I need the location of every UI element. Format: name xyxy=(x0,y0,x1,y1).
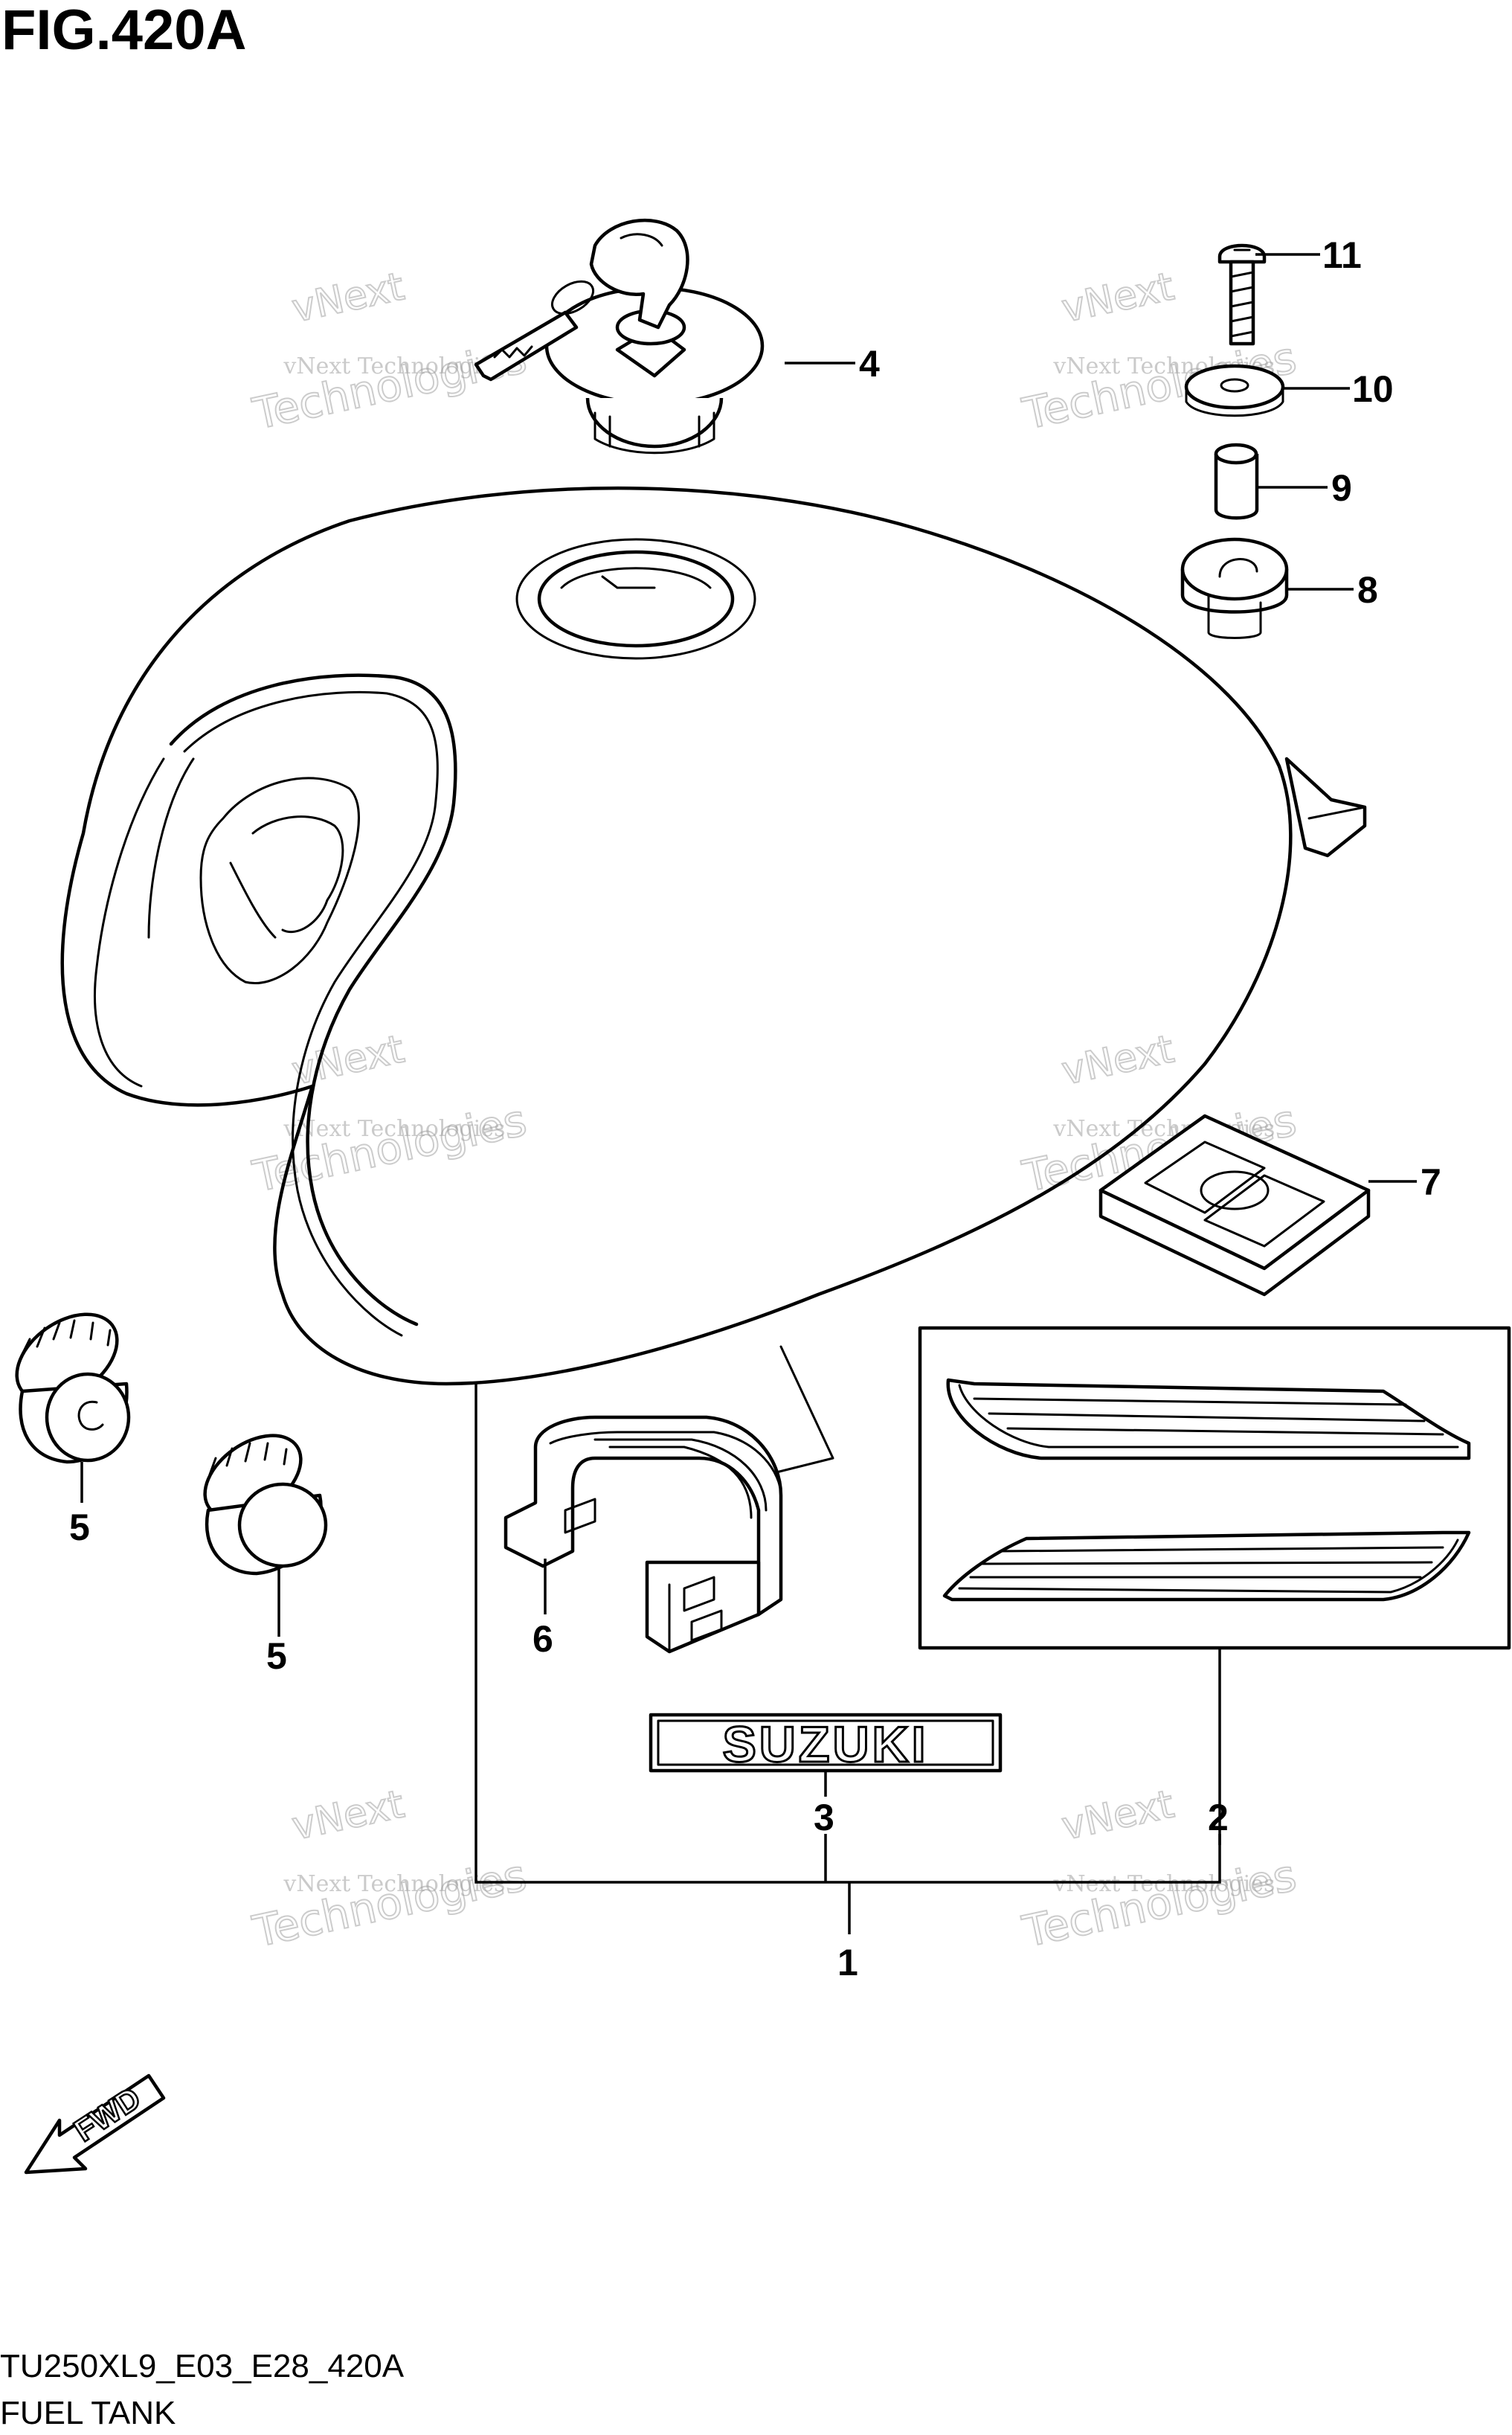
rear-cushion-drawing xyxy=(1098,1114,1371,1297)
callout-4: 4 xyxy=(859,343,880,385)
callout-6: 6 xyxy=(533,1618,553,1660)
callout-2: 2 xyxy=(1208,1797,1229,1838)
watermark-top-right: vNext vNext Technologies Technologies xyxy=(1017,263,1302,440)
callout-10: 10 xyxy=(1352,368,1394,410)
figure-code: TU250XL9_E03_E28_420A xyxy=(0,2348,405,2384)
cushion-left-drawing xyxy=(15,1312,131,1464)
watermark-top-left: vNext vNext Technologies Technologies xyxy=(248,263,532,440)
callout-1: 1 xyxy=(837,1942,858,1983)
bracket-cushion-drawing xyxy=(504,1415,783,1654)
bolt-drawing xyxy=(1217,243,1267,346)
svg-text:vNext: vNext xyxy=(289,1027,408,1094)
washer-drawing xyxy=(1184,364,1285,417)
cushion-right-drawing xyxy=(203,1434,328,1576)
svg-text:vNext Technologies: vNext Technologies xyxy=(1052,1871,1275,1897)
callout-9: 9 xyxy=(1331,467,1352,509)
suzuki-emblem-drawing: SUZUKI xyxy=(649,1713,1003,1774)
svg-text:Technologies: Technologies xyxy=(1018,1849,1301,1957)
figure-name: FUEL TANK xyxy=(0,2395,176,2431)
watermark-bottom-right: vNext vNext Technologies Technologies xyxy=(1017,1781,1302,1957)
svg-text:vNext: vNext xyxy=(1058,264,1178,331)
svg-text:vNext Technologies: vNext Technologies xyxy=(283,1116,505,1142)
svg-text:Technologies: Technologies xyxy=(248,332,531,439)
svg-text:Technologies: Technologies xyxy=(248,1849,531,1957)
figure-title: FIG.420A xyxy=(1,0,246,62)
callout-7: 7 xyxy=(1421,1161,1441,1203)
callout-3: 3 xyxy=(814,1797,834,1838)
svg-text:vNext: vNext xyxy=(1058,1782,1178,1849)
callout-8: 8 xyxy=(1357,569,1378,611)
watermark-mid-left: vNext vNext Technologies Technologies xyxy=(248,1026,532,1202)
grommet-drawing xyxy=(1180,537,1289,639)
callout-5-left: 5 xyxy=(69,1507,90,1548)
fuel-tank-drawing xyxy=(60,486,1367,1475)
svg-text:vNext Technologies: vNext Technologies xyxy=(283,1871,505,1897)
callout-11: 11 xyxy=(1322,234,1362,276)
svg-text:vNext: vNext xyxy=(289,1782,408,1849)
collar-drawing xyxy=(1214,443,1259,520)
stripe-box xyxy=(918,1326,1511,1650)
fuel-cap-drawing xyxy=(474,219,765,455)
svg-text:vNext: vNext xyxy=(1058,1027,1178,1094)
svg-text:vNext Technologies: vNext Technologies xyxy=(283,353,505,379)
callout-5-right: 5 xyxy=(266,1635,287,1677)
leader-lines xyxy=(80,253,1417,1934)
svg-text:Technologies: Technologies xyxy=(248,1094,531,1202)
watermark-bottom-left: vNext vNext Technologies Technologies xyxy=(248,1781,532,1957)
svg-text:vNext: vNext xyxy=(289,264,408,331)
fwd-arrow: FWD xyxy=(24,2073,166,2175)
suzuki-emblem-text: SUZUKI xyxy=(722,1716,928,1773)
